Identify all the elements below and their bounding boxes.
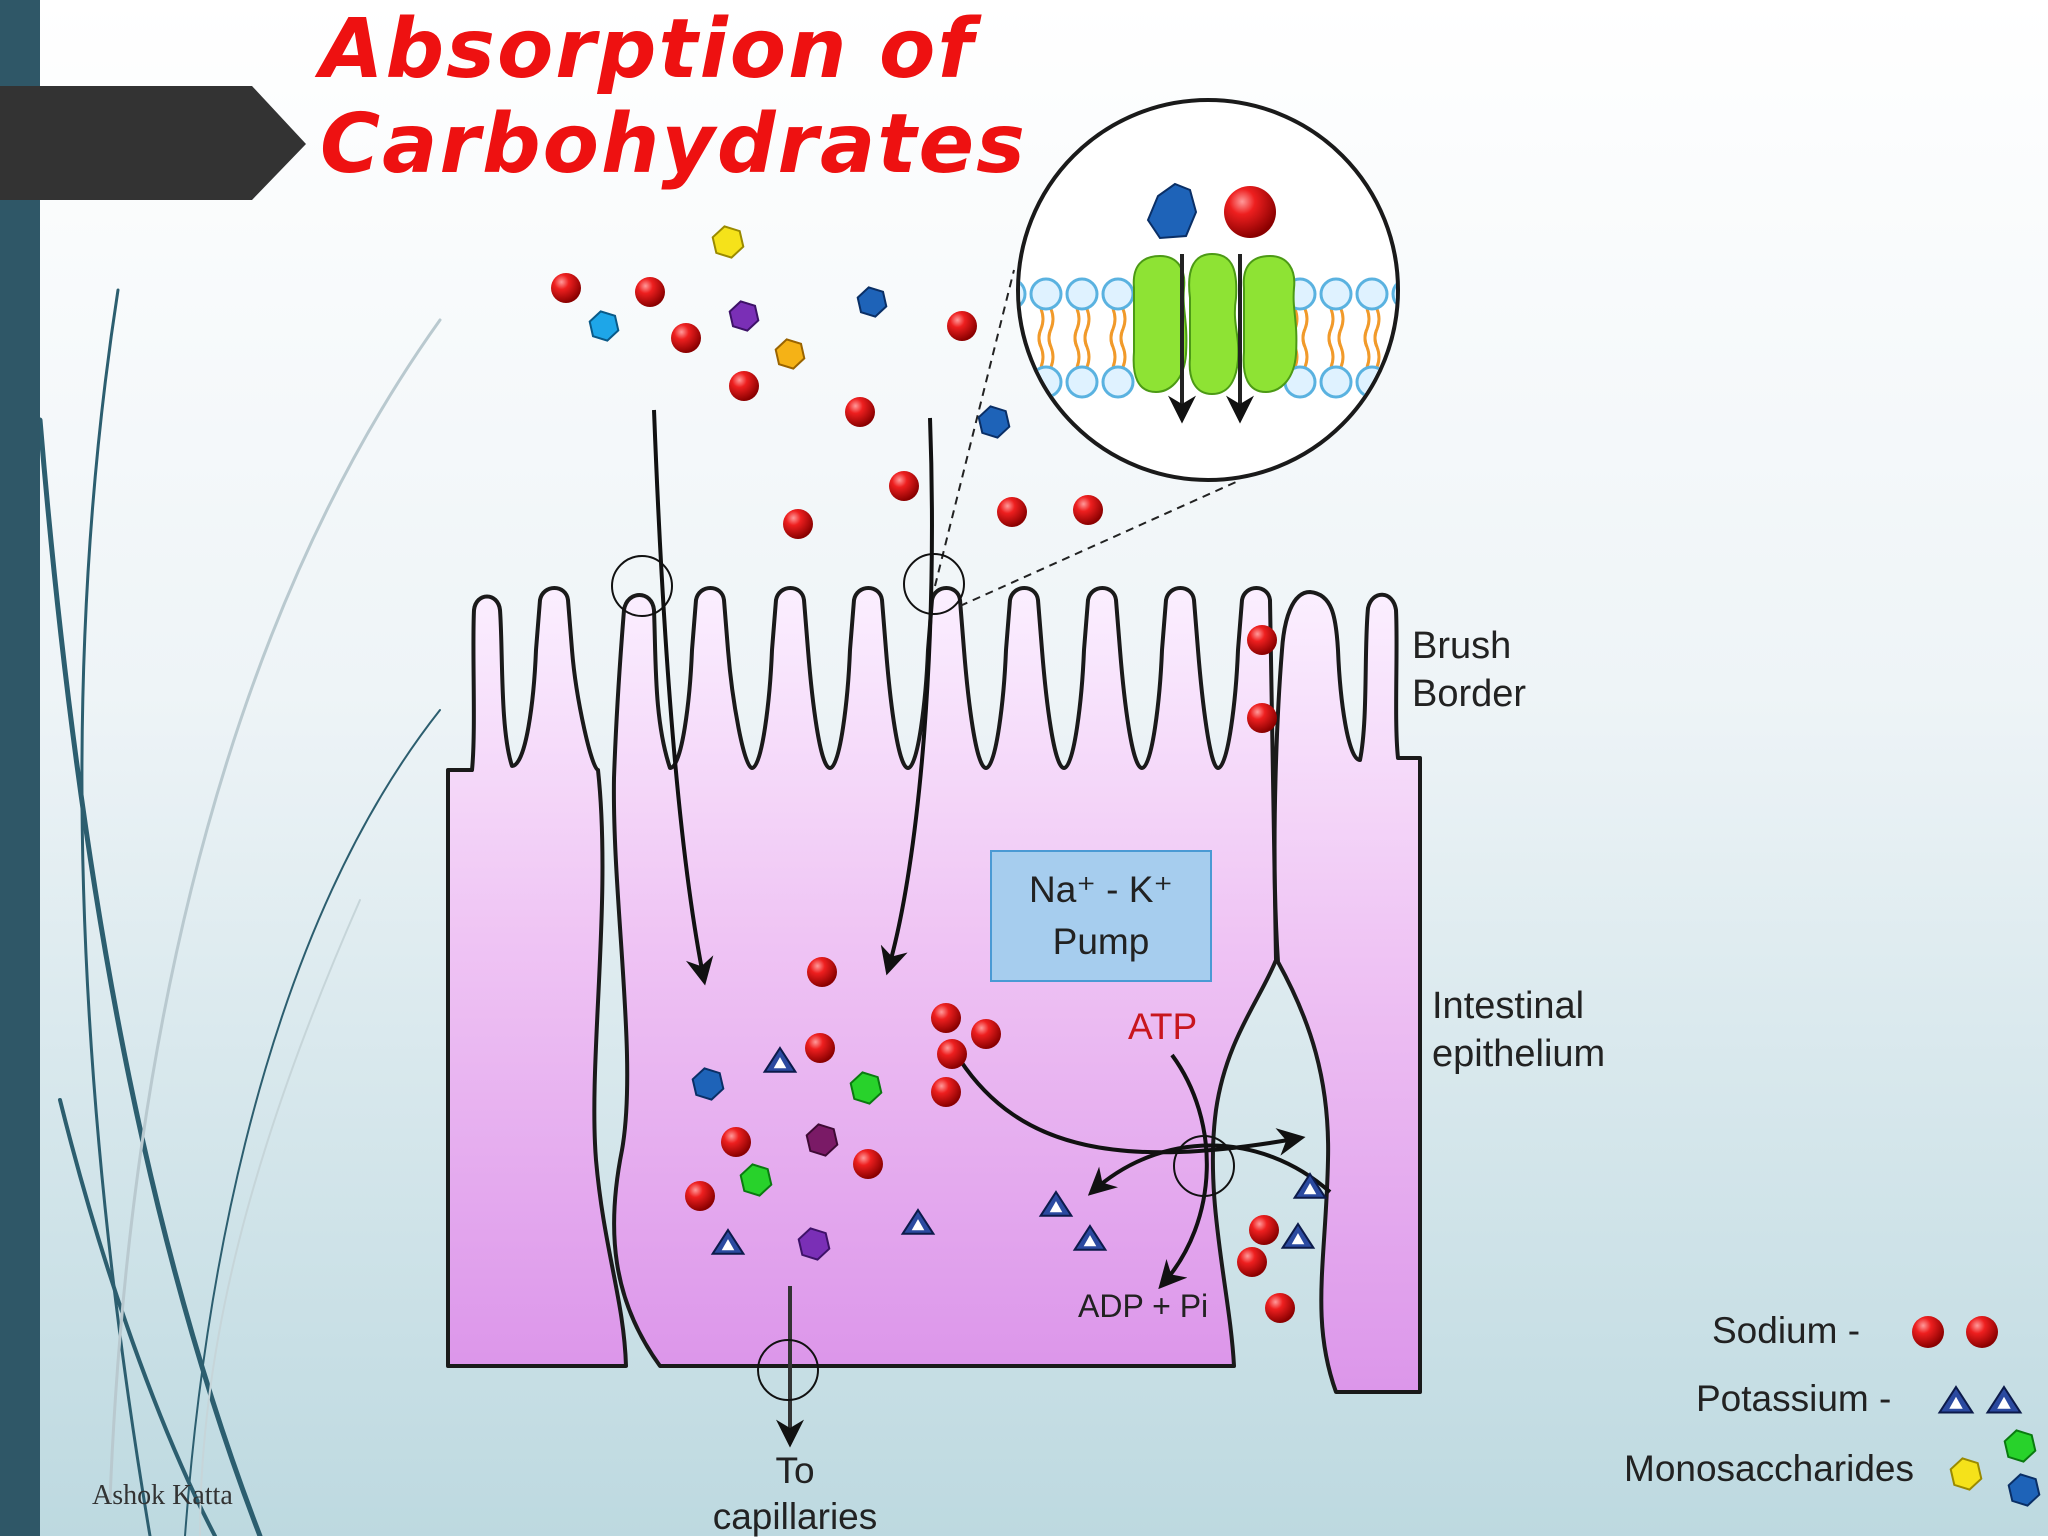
lipid-head <box>1065 277 1099 311</box>
sodium-ion <box>807 957 837 987</box>
monosaccharide-molecule <box>805 1123 839 1157</box>
potassium-ion-highlight <box>1083 1235 1097 1247</box>
right-cell <box>1272 590 1422 1394</box>
legend-icons <box>1912 1316 2041 1507</box>
monosaccharide-molecule <box>711 225 745 259</box>
lipid-head <box>1020 277 1027 311</box>
capillaries-label: To capillaries <box>712 1450 878 1537</box>
lipid-tail <box>1109 328 1117 368</box>
monosaccharide-molecule <box>588 310 620 342</box>
lipid-tail <box>1047 328 1055 368</box>
sodium-ion <box>729 371 759 401</box>
potassium-ion-highlight <box>911 1219 925 1231</box>
lipid-head <box>1101 365 1135 399</box>
glucose-molecule <box>1146 182 1198 240</box>
lipid-head <box>1029 277 1063 311</box>
potassium-ion-highlight <box>1949 1396 1963 1409</box>
potassium-ion-highlight <box>1997 1396 2011 1409</box>
sodium-ion <box>1247 625 1277 655</box>
potassium-ion-highlight <box>1291 1233 1305 1245</box>
lipid-tail <box>1363 328 1371 368</box>
lipid-tail <box>1083 328 1091 368</box>
sodium-ion <box>1912 1316 1944 1348</box>
monosaccharide-molecule <box>797 1227 831 1261</box>
potassium-ion-highlight <box>721 1239 735 1251</box>
sodium-ion <box>1249 1215 1279 1245</box>
monosaccharide-molecule <box>774 338 806 370</box>
potassium-ion-highlight <box>773 1057 787 1069</box>
sodium-ion <box>551 273 581 303</box>
sodium-ion <box>1265 1293 1295 1323</box>
lipid-tail <box>1073 328 1081 368</box>
adp-pi-label: ADP + Pi <box>1078 1288 1209 1324</box>
brush-border-label: Brush Border <box>1412 625 1527 715</box>
monosaccharide-molecule <box>856 286 888 318</box>
lipid-tail <box>1373 328 1381 368</box>
potassium-ion-highlight <box>1303 1183 1317 1195</box>
monosaccharide-molecule <box>691 1067 725 1101</box>
intracellular-particles <box>685 957 1328 1323</box>
page-title: Absorption of Carbohydrates <box>320 2 1027 192</box>
luminal-particles <box>551 225 1277 733</box>
sodium-ion <box>845 397 875 427</box>
sodium-ion <box>931 1003 961 1033</box>
monosaccharide-molecule <box>728 300 760 332</box>
sodium-ion <box>853 1149 883 1179</box>
monosaccharide-molecule <box>739 1163 773 1197</box>
left-cell <box>446 586 628 1368</box>
sodium-ion <box>997 497 1027 527</box>
lipid-head <box>1319 277 1353 311</box>
sodium-ion <box>685 1181 715 1211</box>
sodium-ion <box>783 509 813 539</box>
sodium-ion <box>1237 1247 1267 1277</box>
lipid-head <box>1101 277 1135 311</box>
intestinal-epithelium-label: Intestinal epithelium <box>1432 985 1606 1075</box>
lipid-tail <box>1337 328 1345 368</box>
potassium-ion-highlight <box>1049 1201 1063 1213</box>
legend-potassium: Potassium - <box>1696 1378 1892 1419</box>
membrane-zoom <box>1016 98 1400 482</box>
sodium-ion <box>721 1127 751 1157</box>
legend-monosaccharides: Monosaccharides <box>1624 1448 1914 1489</box>
monosaccharide-molecule <box>849 1071 883 1105</box>
sodium-ion <box>971 1019 1001 1049</box>
sodium-ion <box>1247 703 1277 733</box>
sodium-ion <box>937 1039 967 1069</box>
slide-tab-marker <box>0 86 306 200</box>
lipid-head <box>1391 277 1396 311</box>
na-k-pump-box: Na⁺ - K⁺ Pump <box>990 850 1212 982</box>
sodium-ion <box>671 323 701 353</box>
decorative-lines <box>37 288 442 1536</box>
sodium-ion <box>889 471 919 501</box>
transport-arrows <box>611 409 1332 1448</box>
sodium-ion <box>931 1077 961 1107</box>
legend-sodium: Sodium - <box>1712 1310 1861 1351</box>
zoom-guides <box>934 269 1237 607</box>
author-signature: Ashok Katta <box>92 1480 233 1511</box>
lipid-tail <box>1327 328 1335 368</box>
monosaccharide-molecule <box>977 405 1011 439</box>
sodium-ion <box>947 311 977 341</box>
sodium-ion <box>1073 495 1103 525</box>
lipid-head <box>1355 277 1389 311</box>
lipid-head <box>1319 365 1353 399</box>
lipid-head <box>1065 365 1099 399</box>
sodium-ion <box>1966 1316 1998 1348</box>
transport-channel <box>1132 252 1298 396</box>
monosaccharide-molecule <box>1949 1457 1983 1491</box>
sodium-ion <box>635 277 665 307</box>
sodium-ion <box>1224 186 1276 238</box>
sidebar-bar <box>0 0 40 1536</box>
lipid-tail <box>1119 328 1127 368</box>
sodium-ion <box>805 1033 835 1063</box>
monosaccharide-molecule <box>2003 1429 2037 1463</box>
lipid-tail <box>1301 328 1309 368</box>
monosaccharide-molecule <box>2007 1473 2041 1507</box>
atp-label: ATP <box>1128 1006 1198 1047</box>
lipid-tail <box>1037 328 1045 368</box>
